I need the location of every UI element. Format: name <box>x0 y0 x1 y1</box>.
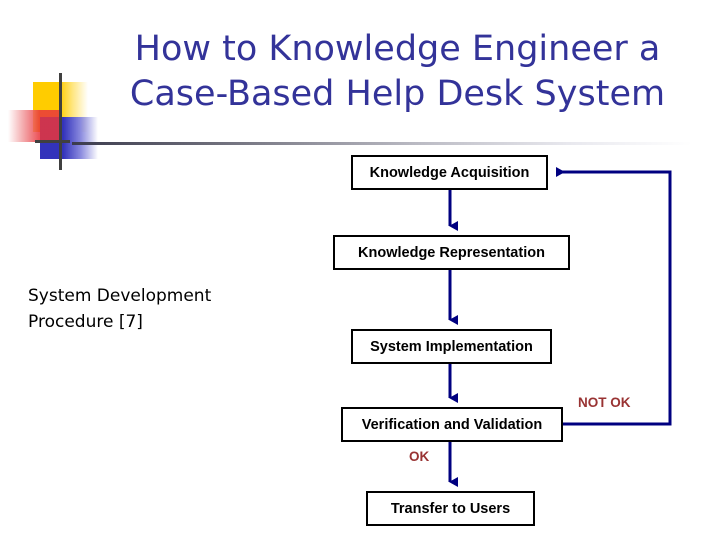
red-square-icon <box>8 110 60 142</box>
node-transfer-to-users[interactable]: Transfer to Users <box>366 491 535 526</box>
edge-label-ok: OK <box>409 449 430 464</box>
slide-title: How to Knowledge Engineer a Case-Based H… <box>90 27 705 117</box>
node-label: Knowledge Representation <box>358 244 545 261</box>
node-system-implementation[interactable]: System Implementation <box>351 329 552 364</box>
node-verification-and-validation[interactable]: Verification and Validation <box>341 407 563 442</box>
node-label: Transfer to Users <box>390 500 511 517</box>
node-knowledge-acquisition[interactable]: Knowledge Acquisition <box>351 155 548 190</box>
node-label: Verification and Validation <box>361 416 543 433</box>
node-label: System Implementation <box>370 338 533 355</box>
slide-title-line-1: How to Knowledge Engineer a <box>134 29 661 69</box>
node-label: Knowledge Acquisition <box>369 164 530 181</box>
slide-title-line-2: Case-Based Help Desk System <box>129 74 666 114</box>
edge-label-not-ok: NOT OK <box>578 395 631 410</box>
node-knowledge-representation[interactable]: Knowledge Representation <box>333 235 570 270</box>
decorative-logo-cluster <box>0 60 170 170</box>
caption-line-2: Procedure [7] <box>28 312 143 332</box>
title-divider <box>72 142 692 145</box>
caption-text: System Development Procedure [7] <box>28 283 298 335</box>
caption-line-1: System Development <box>28 286 212 306</box>
crosshair-vertical-line-icon <box>59 73 62 170</box>
edge-vv-to-ka-feedback <box>556 167 672 426</box>
crosshair-horizontal-line-icon <box>35 140 70 143</box>
